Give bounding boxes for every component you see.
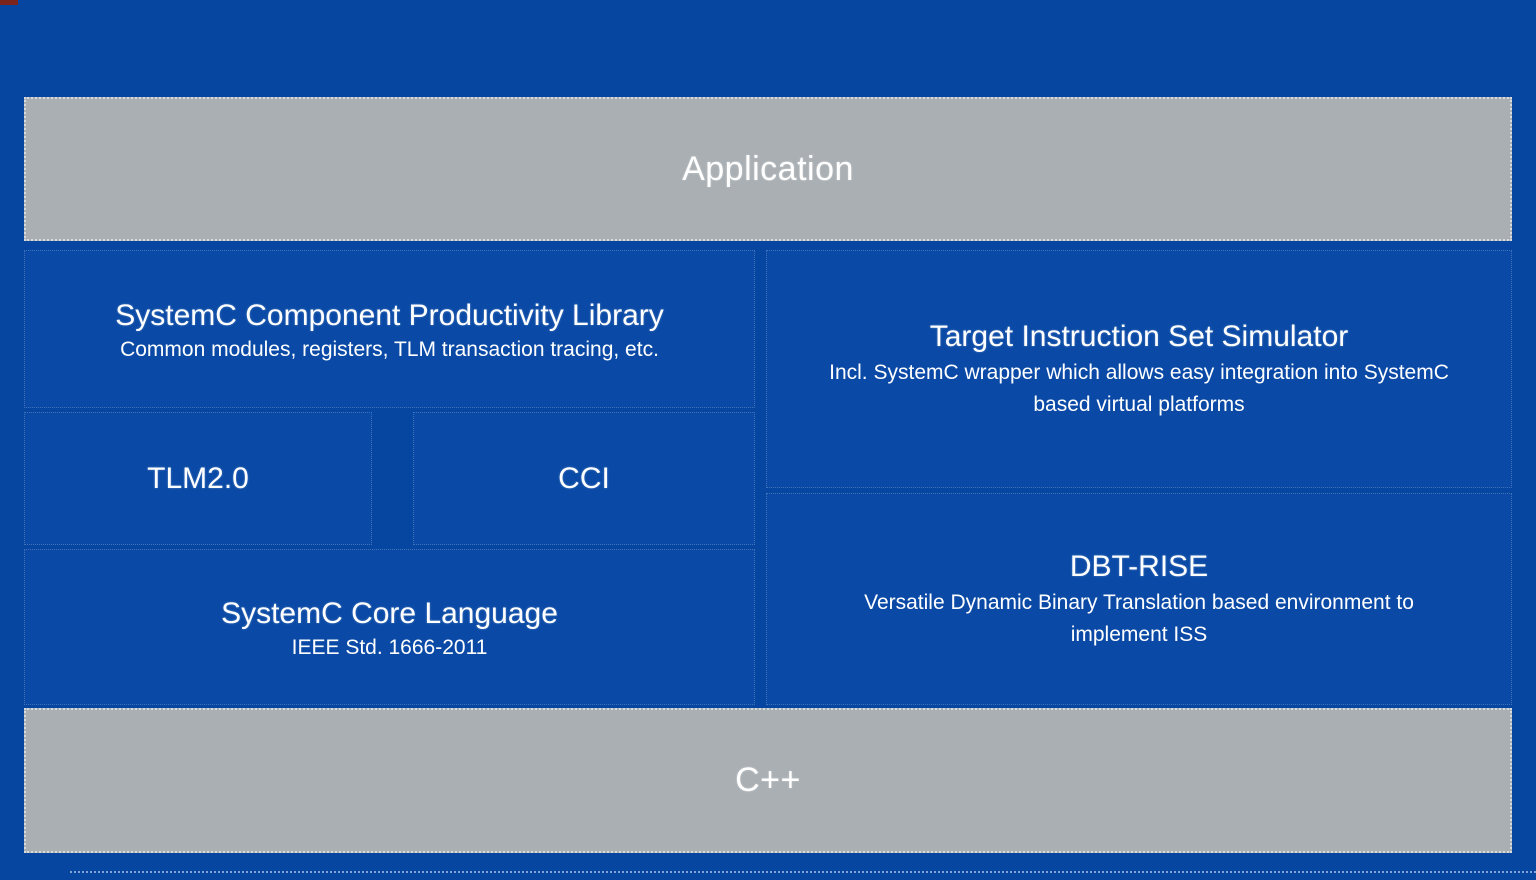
systemc-core-title: SystemC Core Language	[221, 596, 558, 630]
cpp-layer-label: C++	[735, 761, 801, 799]
systemc-core-box: SystemC Core Language IEEE Std. 1666-201…	[24, 549, 755, 705]
cci-label: CCI	[558, 461, 610, 495]
dbt-rise-subtitle-line2: implement ISS	[1070, 623, 1208, 646]
scpl-subtitle: Common modules, registers, TLM transacti…	[120, 337, 659, 361]
corner-red-mark	[0, 0, 18, 5]
target-iss-subtitle-line1: Incl. SystemC wrapper which allows easy …	[829, 361, 1449, 384]
cpp-layer-bar: C++	[24, 708, 1512, 853]
target-iss-subtitle-line2: based virtual platforms	[1033, 393, 1245, 416]
dbt-rise-subtitle-line1: Versatile Dynamic Binary Translation bas…	[864, 591, 1414, 614]
scpl-title: SystemC Component Productivity Library	[115, 298, 664, 332]
target-iss-title: Target Instruction Set Simulator	[929, 320, 1349, 353]
systemc-core-subtitle: IEEE Std. 1666-2011	[291, 635, 488, 659]
tlm2-box: TLM2.0	[24, 412, 372, 545]
application-layer-label: Application	[682, 149, 854, 188]
scpl-box: SystemC Component Productivity Library C…	[24, 250, 755, 408]
target-iss-box: Target Instruction Set Simulator Incl. S…	[766, 250, 1512, 488]
dbt-rise-title: DBT-RISE	[1069, 550, 1209, 583]
cci-box: CCI	[413, 412, 755, 545]
dbt-rise-box: DBT-RISE Versatile Dynamic Binary Transl…	[766, 493, 1512, 705]
tlm2-label: TLM2.0	[147, 461, 249, 495]
bottom-partial-box-edge	[70, 871, 1536, 873]
application-layer-bar: Application	[24, 97, 1512, 241]
